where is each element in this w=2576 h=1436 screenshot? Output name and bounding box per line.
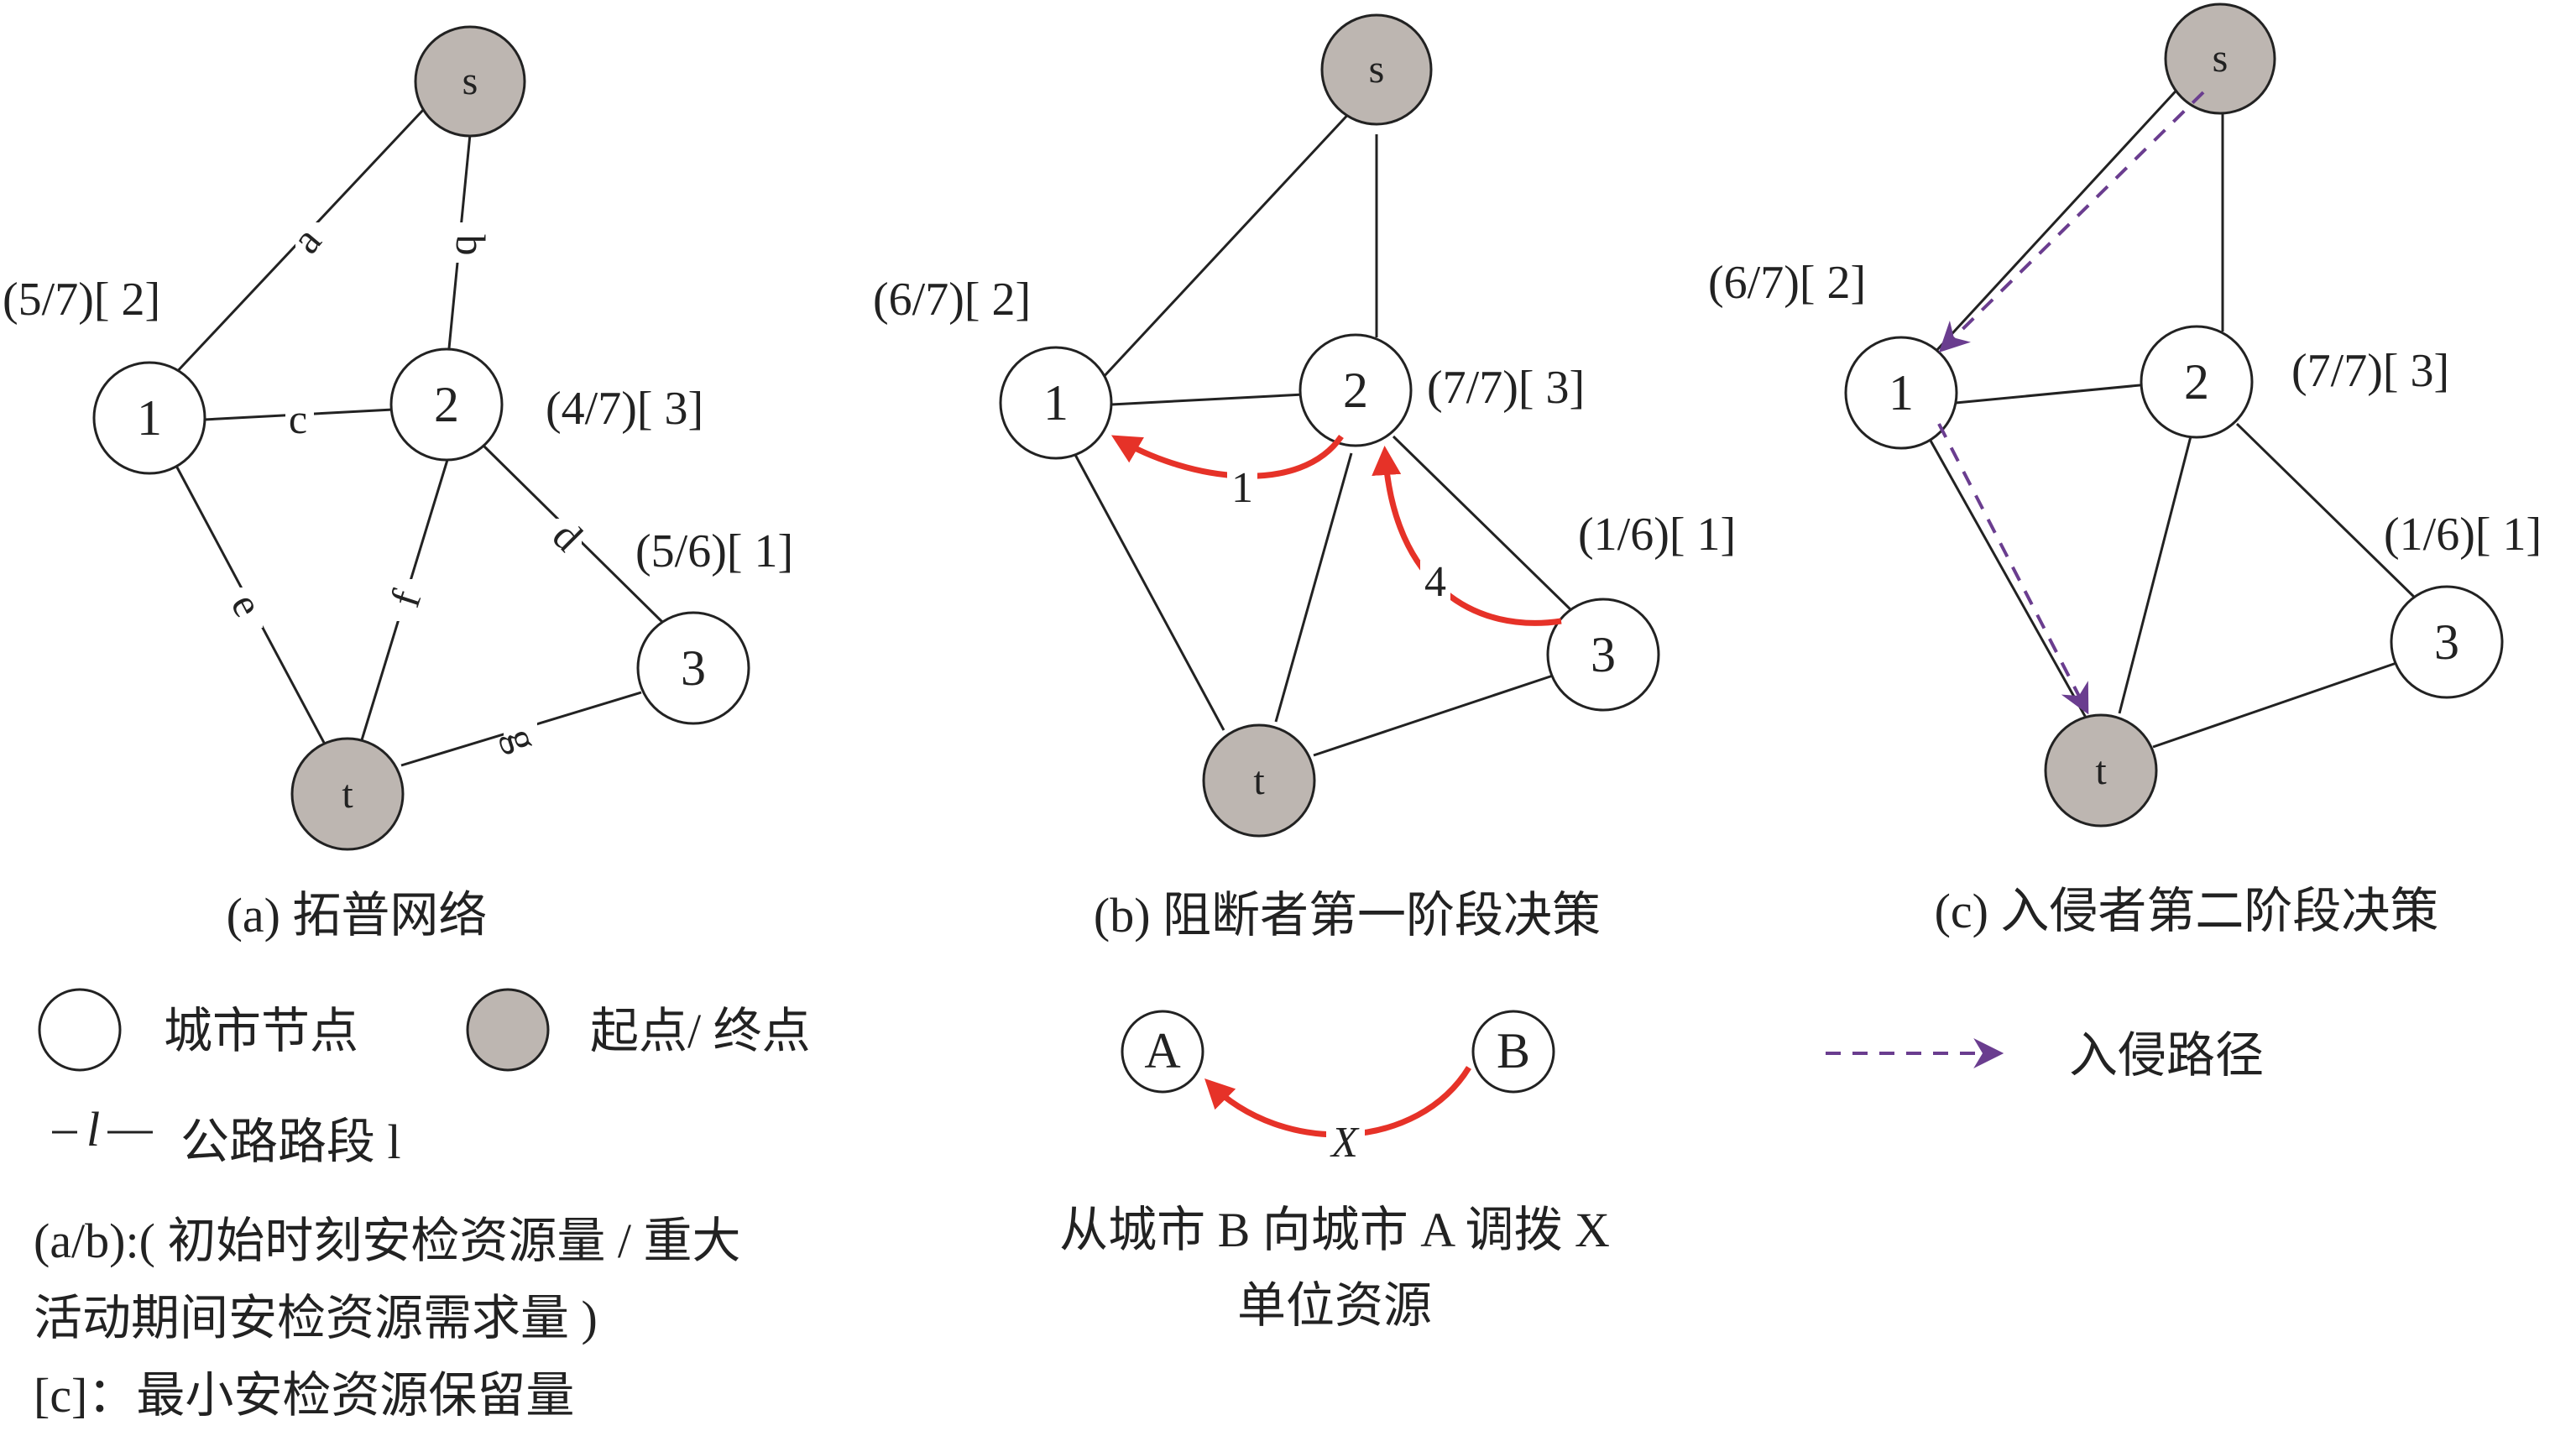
node-2-resource: (4/7)[ 3] <box>546 383 703 435</box>
node-1-resource: (6/7)[ 2] <box>873 274 1031 326</box>
legend-transfer-node-b: B <box>1497 1023 1530 1078</box>
legend-road-segment: 公路路段 l <box>180 1115 401 1169</box>
node-2: 2 <box>2140 325 2254 439</box>
panel-a-topology: a b c d e f g s 1 2 3 t <box>3 25 793 943</box>
panel-b-caption: (b) 阻断者第一阶段决策 <box>1094 888 1601 943</box>
legend: 城市节点 起点/ 终点 l 公路路段 l (a/b):( 初始时刻安检资源量 /… <box>34 988 2264 1423</box>
svg-text:2: 2 <box>1343 363 1368 418</box>
legend-transfer-line2: 单位资源 <box>1237 1278 1432 1333</box>
node-1-resource: (5/7)[ 2] <box>3 274 160 326</box>
node-s: s <box>1320 13 1433 126</box>
panel-b-first-stage: s 1 2 3 t 1 4 (6/7)[ 2] (7/7)[ 3] (1/6)[… <box>873 13 1736 943</box>
node-3-resource: (1/6)[ 1] <box>1578 509 1736 561</box>
svg-text:t: t <box>342 772 353 817</box>
node-t: t <box>2044 713 2158 828</box>
intrusion-path-1-to-t <box>1937 423 2089 715</box>
legend-ratio-line2: 活动期间安检资源需求量 ) <box>34 1291 598 1345</box>
svg-text:3: 3 <box>681 640 706 696</box>
svg-text:s: s <box>1369 47 1385 91</box>
legend-ratio-line1: (a/b):( 初始时刻安检资源量 / 重大 <box>34 1214 741 1268</box>
svg-text:1: 1 <box>1043 375 1069 431</box>
node-t: t <box>1202 723 1316 838</box>
legend-terminal-node-symbol <box>466 988 550 1072</box>
svg-text:t: t <box>2095 749 2107 793</box>
legend-terminal-node: 起点/ 终点 <box>590 1004 811 1058</box>
panel-c-second-stage: s 1 2 3 t (6/7)[ 2] (7/7)[ 3] (1/6)[ 1] … <box>1708 3 2542 938</box>
node-s: s <box>414 25 526 138</box>
svg-text:s: s <box>462 59 478 103</box>
node-2-resource: (7/7)[ 3] <box>2291 345 2449 397</box>
legend-road-symbol: l <box>86 1102 100 1157</box>
edge-label-c: c <box>289 395 307 442</box>
legend-transfer-node-a: A <box>1144 1023 1180 1078</box>
legend-transfer-example: A B X 从城市 B 向城市 A 调拨 X 单位资源 <box>1059 1010 1610 1333</box>
svg-text:s: s <box>2213 36 2229 81</box>
legend-reserve: [c]：最小安检资源保留量 <box>34 1368 574 1423</box>
node-1-resource: (6/7)[ 2] <box>1708 257 1866 309</box>
svg-text:2: 2 <box>2184 354 2209 410</box>
node-3-resource: (1/6)[ 1] <box>2384 509 2542 561</box>
node-1: 1 <box>92 361 206 475</box>
svg-text:3: 3 <box>1591 627 1616 682</box>
intrusion-path-s-to-1 <box>1938 91 2205 353</box>
node-3: 3 <box>1546 598 1660 712</box>
node-2: 2 <box>1298 333 1413 447</box>
node-s: s <box>2164 3 2276 115</box>
legend-city-node-symbol <box>38 988 122 1072</box>
node-3: 3 <box>636 611 750 725</box>
node-2: 2 <box>389 347 504 462</box>
node-1: 1 <box>1844 336 1958 450</box>
node-2-resource: (7/7)[ 3] <box>1427 362 1585 414</box>
svg-text:2: 2 <box>434 377 459 432</box>
svg-text:1: 1 <box>137 390 162 446</box>
panel-c-caption: (c) 入侵者第二阶段决策 <box>1935 884 2439 938</box>
legend-intrusion-path: 入侵路径 <box>2069 1028 2264 1083</box>
panel-a-caption: (a) 拓普网络 <box>227 888 488 943</box>
legend-transfer-amount: X <box>1330 1119 1360 1167</box>
legend-transfer-line1: 从城市 B 向城市 A 调拨 X <box>1059 1203 1610 1257</box>
svg-text:t: t <box>1253 759 1265 803</box>
node-3: 3 <box>2390 585 2504 699</box>
node-1: 1 <box>999 346 1113 460</box>
svg-text:3: 3 <box>2434 614 2459 670</box>
edge-label-b: b <box>447 235 494 256</box>
transfer-arrow-3-to-2 <box>1372 446 1562 626</box>
svg-text:1: 1 <box>1889 365 1914 420</box>
transfer-amount-2-to-1: 1 <box>1231 464 1253 512</box>
node-3-resource: (5/6)[ 1] <box>635 525 793 577</box>
legend-city-node: 城市节点 <box>164 1004 358 1058</box>
node-t: t <box>290 737 405 851</box>
transfer-amount-3-to-2: 4 <box>1424 558 1446 606</box>
